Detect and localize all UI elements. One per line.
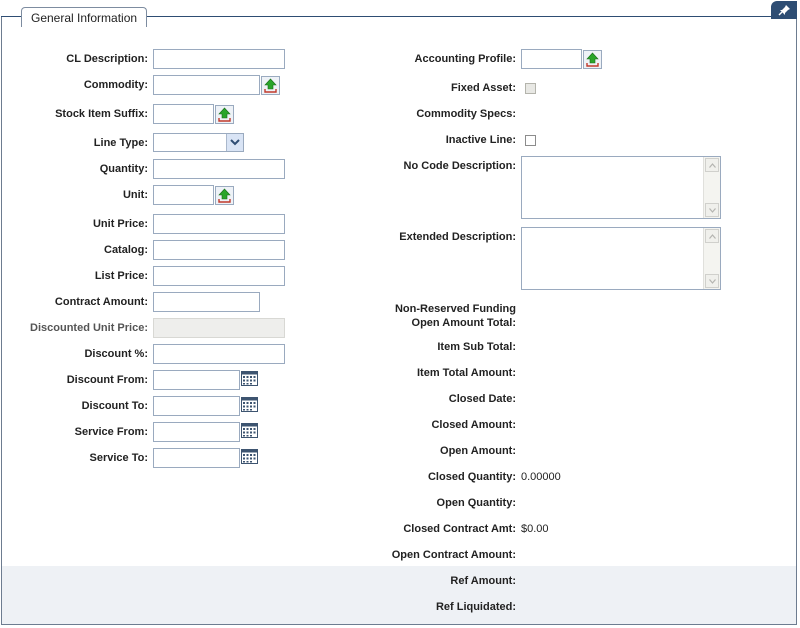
inactive-line-checkbox[interactable]	[525, 135, 536, 146]
pin-icon	[778, 5, 790, 16]
non-reserved-funding-line2: Open Amount Total:	[411, 317, 516, 329]
chevron-down-icon	[709, 279, 716, 284]
service-from-input[interactable]	[153, 422, 240, 442]
unit-price-input[interactable]	[153, 214, 285, 234]
non-reserved-funding-label: Non-Reserved Funding Open Amount Total:	[395, 302, 516, 330]
inactive-line-label: Inactive Line:	[445, 134, 516, 146]
line-type-label: Line Type:	[93, 137, 148, 149]
chevron-up-icon	[709, 163, 716, 168]
closed-contract-amt-label: Closed Contract Amt:	[403, 523, 516, 535]
fixed-asset-checkbox	[525, 83, 536, 94]
upload-lookup-icon	[586, 52, 599, 67]
pin-button[interactable]	[771, 1, 797, 19]
no-code-description-label: No Code Description:	[403, 160, 516, 172]
closed-contract-amt-value: $0.00	[521, 523, 549, 535]
commodity-label: Commodity:	[83, 79, 148, 91]
unit-lookup-button[interactable]	[215, 186, 234, 205]
discount-pct-label: Discount %:	[84, 348, 148, 360]
open-quantity-label: Open Quantity:	[436, 497, 516, 509]
cl-description-label: CL Description:	[66, 53, 148, 65]
discount-pct-input[interactable]	[153, 344, 285, 364]
unit-input[interactable]	[153, 185, 214, 205]
ref-section-background	[2, 566, 796, 624]
fixed-asset-label: Fixed Asset:	[450, 82, 516, 94]
quantity-label: Quantity:	[99, 163, 148, 175]
stock-item-suffix-input[interactable]	[153, 104, 214, 124]
general-information-panel	[1, 17, 797, 625]
contract-amount-label: Contract Amount:	[54, 296, 148, 308]
discount-to-label: Discount To:	[81, 400, 148, 412]
contract-amount-input[interactable]	[153, 292, 260, 312]
closed-quantity-value: 0.00000	[521, 471, 561, 483]
calendar-icon[interactable]	[241, 397, 258, 412]
quantity-input[interactable]	[153, 159, 285, 179]
upload-lookup-icon	[264, 78, 277, 93]
list-price-label: List Price:	[94, 270, 148, 282]
closed-quantity-label: Closed Quantity:	[427, 471, 516, 483]
non-reserved-funding-line1: Non-Reserved Funding	[394, 303, 516, 315]
accounting-profile-label: Accounting Profile:	[414, 53, 516, 65]
ref-amount-label: Ref Amount:	[450, 575, 516, 587]
accounting-profile-lookup-button[interactable]	[583, 50, 602, 69]
unit-price-label: Unit Price:	[92, 218, 148, 230]
unit-label: Unit:	[122, 189, 148, 201]
no-code-description-scrollbar[interactable]	[703, 157, 720, 218]
line-type-select[interactable]	[153, 133, 244, 152]
discounted-unit-price-input	[153, 318, 285, 338]
extended-description-label: Extended Description:	[399, 231, 516, 243]
open-amount-label: Open Amount:	[440, 445, 516, 457]
scroll-down-button[interactable]	[705, 274, 719, 288]
stock-item-suffix-lookup-button[interactable]	[215, 105, 234, 124]
ref-liquidated-label: Ref Liquidated:	[435, 601, 516, 613]
stock-item-suffix-label: Stock Item Suffix:	[55, 108, 148, 120]
scroll-up-button[interactable]	[705, 229, 719, 243]
extended-description-scrollbar[interactable]	[703, 228, 720, 289]
item-total-amount-label: Item Total Amount:	[417, 367, 516, 379]
scroll-down-button[interactable]	[705, 203, 719, 217]
list-price-input[interactable]	[153, 266, 285, 286]
discount-to-input[interactable]	[153, 396, 240, 416]
calendar-icon[interactable]	[241, 423, 258, 438]
closed-amount-label: Closed Amount:	[431, 419, 516, 431]
service-from-label: Service From:	[74, 426, 148, 438]
service-to-input[interactable]	[153, 448, 240, 468]
chevron-up-icon	[709, 234, 716, 239]
calendar-icon[interactable]	[241, 371, 258, 386]
upload-lookup-icon	[218, 107, 231, 122]
closed-date-label: Closed Date:	[448, 393, 516, 405]
discount-from-input[interactable]	[153, 370, 240, 390]
commodity-input[interactable]	[153, 75, 260, 95]
line-type-dropdown-button[interactable]	[226, 134, 243, 151]
catalog-label: Catalog:	[104, 244, 148, 256]
service-to-label: Service To:	[89, 452, 149, 464]
upload-lookup-icon	[218, 188, 231, 203]
no-code-description-textarea[interactable]	[521, 156, 721, 219]
commodity-specs-label: Commodity Specs:	[416, 108, 516, 120]
item-sub-total-label: Item Sub Total:	[437, 341, 516, 353]
catalog-input[interactable]	[153, 240, 285, 260]
accounting-profile-input[interactable]	[521, 49, 582, 69]
discounted-unit-price-label: Discounted Unit Price:	[30, 322, 148, 334]
cl-description-input[interactable]	[153, 49, 285, 69]
chevron-down-icon	[230, 139, 240, 146]
commodity-lookup-button[interactable]	[261, 76, 280, 95]
calendar-icon[interactable]	[241, 449, 258, 464]
scroll-up-button[interactable]	[705, 158, 719, 172]
chevron-down-icon	[709, 208, 716, 213]
tab-general-information[interactable]: General Information	[21, 7, 148, 27]
discount-from-label: Discount From:	[66, 374, 148, 386]
extended-description-textarea[interactable]	[521, 227, 721, 290]
open-contract-amount-label: Open Contract Amount:	[391, 549, 516, 561]
